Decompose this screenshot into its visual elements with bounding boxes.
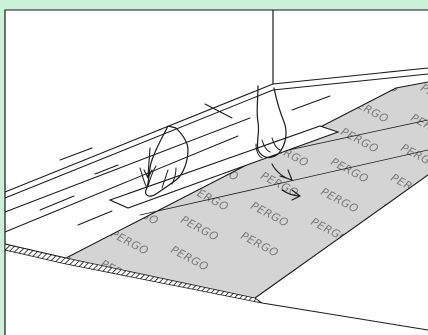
flooring-diagram: PERGOPERGOPERGOPERGOPERGOPERGOPERGOPERGO… [0,0,428,335]
installation-illustration: PERGOPERGOPERGOPERGOPERGOPERGOPERGOPERGO… [0,0,428,335]
